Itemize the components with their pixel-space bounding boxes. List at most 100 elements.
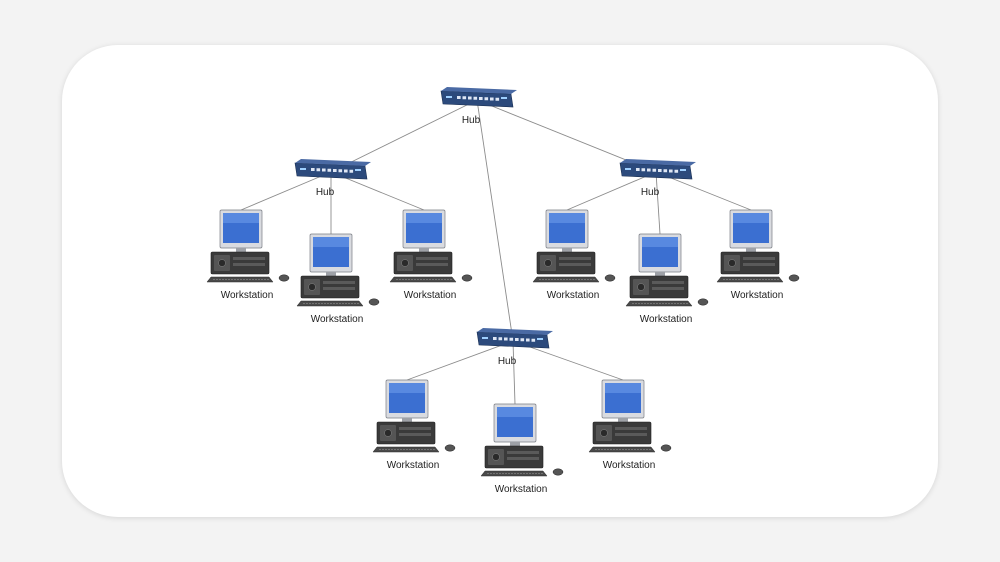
drive-slot xyxy=(323,281,355,284)
workstation-label: Workstation xyxy=(221,290,274,301)
hub-port xyxy=(457,96,461,99)
screen-glare xyxy=(389,383,425,393)
hub-port xyxy=(462,96,467,100)
hub-label: Hub xyxy=(498,356,517,367)
mouse-icon xyxy=(368,298,380,306)
drive-slot xyxy=(615,433,647,436)
drive-slot xyxy=(233,257,265,260)
drive-slot xyxy=(416,263,448,266)
hub-port xyxy=(647,168,651,172)
workstation-label: Workstation xyxy=(495,484,548,495)
ws-left-1[interactable]: Workstation xyxy=(206,209,290,301)
monitor-stand xyxy=(618,418,628,422)
hub-label: Hub xyxy=(462,115,481,126)
hub-port xyxy=(509,337,514,341)
monitor-stand xyxy=(562,248,572,252)
drive-slot xyxy=(233,263,265,266)
ws-right-2[interactable]: Workstation xyxy=(625,233,709,325)
link-hub-left-ws-left-1 xyxy=(240,171,332,211)
workstation-label: Workstation xyxy=(603,460,656,471)
power-button xyxy=(384,429,392,437)
hub-port xyxy=(498,337,503,341)
hub-port xyxy=(658,169,662,172)
hub-port xyxy=(349,169,354,173)
link-hub-bottom-ws-bottom-1 xyxy=(406,340,514,381)
mouse-icon xyxy=(444,444,456,452)
screen-glare xyxy=(406,213,442,223)
monitor-stand xyxy=(419,248,429,252)
screen-glare xyxy=(733,213,769,223)
screen-glare xyxy=(223,213,259,223)
hub-led xyxy=(501,97,507,99)
ws-left-2[interactable]: Workstation xyxy=(296,233,380,325)
workstation-label: Workstation xyxy=(731,290,784,301)
ws-left-3[interactable]: Workstation xyxy=(389,209,473,301)
hub-port xyxy=(327,168,332,172)
drive-slot xyxy=(507,457,539,460)
hub-port xyxy=(526,338,530,342)
mouse-icon xyxy=(278,274,290,282)
hub-right[interactable]: Hub xyxy=(619,159,696,198)
hub-led xyxy=(482,337,488,339)
drive-slot xyxy=(559,263,591,266)
screen-glare xyxy=(549,213,585,223)
hub-port xyxy=(311,168,315,171)
hub-port xyxy=(338,169,343,173)
hub-top[interactable]: Hub xyxy=(440,87,517,126)
hub-left[interactable]: Hub xyxy=(294,159,371,198)
hub-bottom[interactable]: Hub xyxy=(476,328,553,367)
hub-top-face xyxy=(295,159,371,166)
ws-right-1[interactable]: Workstation xyxy=(532,209,616,301)
hub-port xyxy=(479,97,483,100)
hub-port xyxy=(468,96,472,100)
monitor-stand xyxy=(510,442,520,446)
link-hub-bottom-ws-bottom-2 xyxy=(512,340,516,405)
drive-slot xyxy=(399,427,431,430)
monitor-stand xyxy=(402,418,412,422)
power-button xyxy=(600,429,608,437)
drive-slot xyxy=(416,257,448,260)
drive-slot xyxy=(652,281,684,284)
hub-top-face xyxy=(620,159,696,166)
hub-label: Hub xyxy=(316,187,335,198)
screen-glare xyxy=(313,237,349,247)
screen-glare xyxy=(605,383,641,393)
monitor-stand xyxy=(326,272,336,276)
mouse-icon xyxy=(461,274,473,282)
ws-bottom-2[interactable]: Workstation xyxy=(480,403,564,495)
drive-slot xyxy=(652,287,684,290)
hub-port xyxy=(531,338,536,342)
hub-port xyxy=(316,168,321,172)
hub-port xyxy=(520,338,525,342)
monitor-stand xyxy=(655,272,665,276)
workstation-label: Workstation xyxy=(547,290,600,301)
monitor-stand xyxy=(746,248,756,252)
drive-slot xyxy=(399,433,431,436)
ws-right-3[interactable]: Workstation xyxy=(716,209,800,301)
workstation-label: Workstation xyxy=(311,314,364,325)
hub-led xyxy=(625,168,631,170)
workstation-label: Workstation xyxy=(387,460,440,471)
power-button xyxy=(544,259,552,267)
ws-bottom-3[interactable]: Workstation xyxy=(588,379,672,471)
hub-led xyxy=(446,96,452,98)
hub-led xyxy=(355,169,361,171)
power-button xyxy=(637,283,645,291)
link-hub-right-ws-right-1 xyxy=(566,171,657,211)
mouse-icon xyxy=(604,274,616,282)
hub-top-face xyxy=(441,87,517,94)
hub-port xyxy=(504,337,508,341)
ws-bottom-1[interactable]: Workstation xyxy=(372,379,456,471)
hub-port xyxy=(663,169,668,173)
hub-label: Hub xyxy=(641,187,660,198)
link-hub-right-ws-right-2 xyxy=(655,171,661,235)
mouse-icon xyxy=(788,274,800,282)
power-button xyxy=(401,259,409,267)
monitor-stand xyxy=(236,248,246,252)
mouse-icon xyxy=(552,468,564,476)
hub-port xyxy=(636,168,640,171)
mouse-icon xyxy=(660,444,672,452)
drive-slot xyxy=(743,263,775,266)
workstation-label: Workstation xyxy=(640,314,693,325)
